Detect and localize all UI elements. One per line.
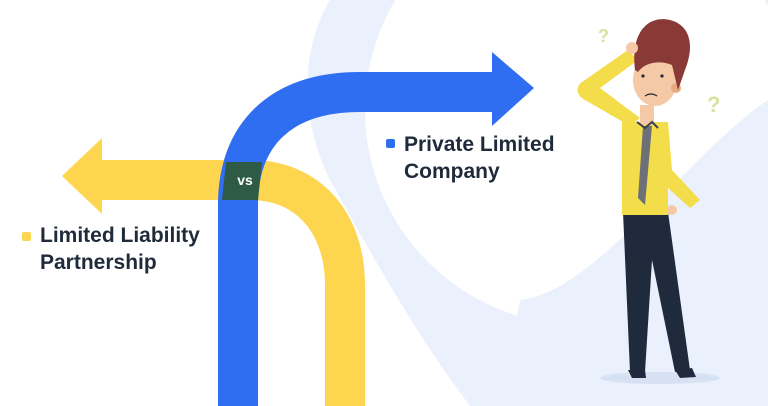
blue-arrow-head [492, 52, 534, 126]
pvt-label-line1: Private Limited [404, 133, 555, 156]
yellow-arrow-head [62, 138, 102, 214]
versus-label: vs [237, 172, 253, 188]
pvt-label-line2: Company [404, 160, 500, 183]
private-limited-company-label: Private Limited Company [404, 131, 555, 185]
confused-man [577, 19, 720, 384]
intersection-patch [222, 162, 262, 200]
lp-bullet [22, 232, 31, 241]
question-mark-icon: ? [707, 92, 721, 117]
limited-liability-partnership-label: Limited Liability Partnership [40, 222, 200, 276]
lp-label-line1: Limited Liability [40, 224, 200, 247]
question-mark-icon: ? [598, 26, 609, 46]
lp-label-line2: Partnership [40, 251, 157, 274]
yellow-arrow-path [96, 160, 365, 406]
pvt-bullet [386, 139, 395, 148]
